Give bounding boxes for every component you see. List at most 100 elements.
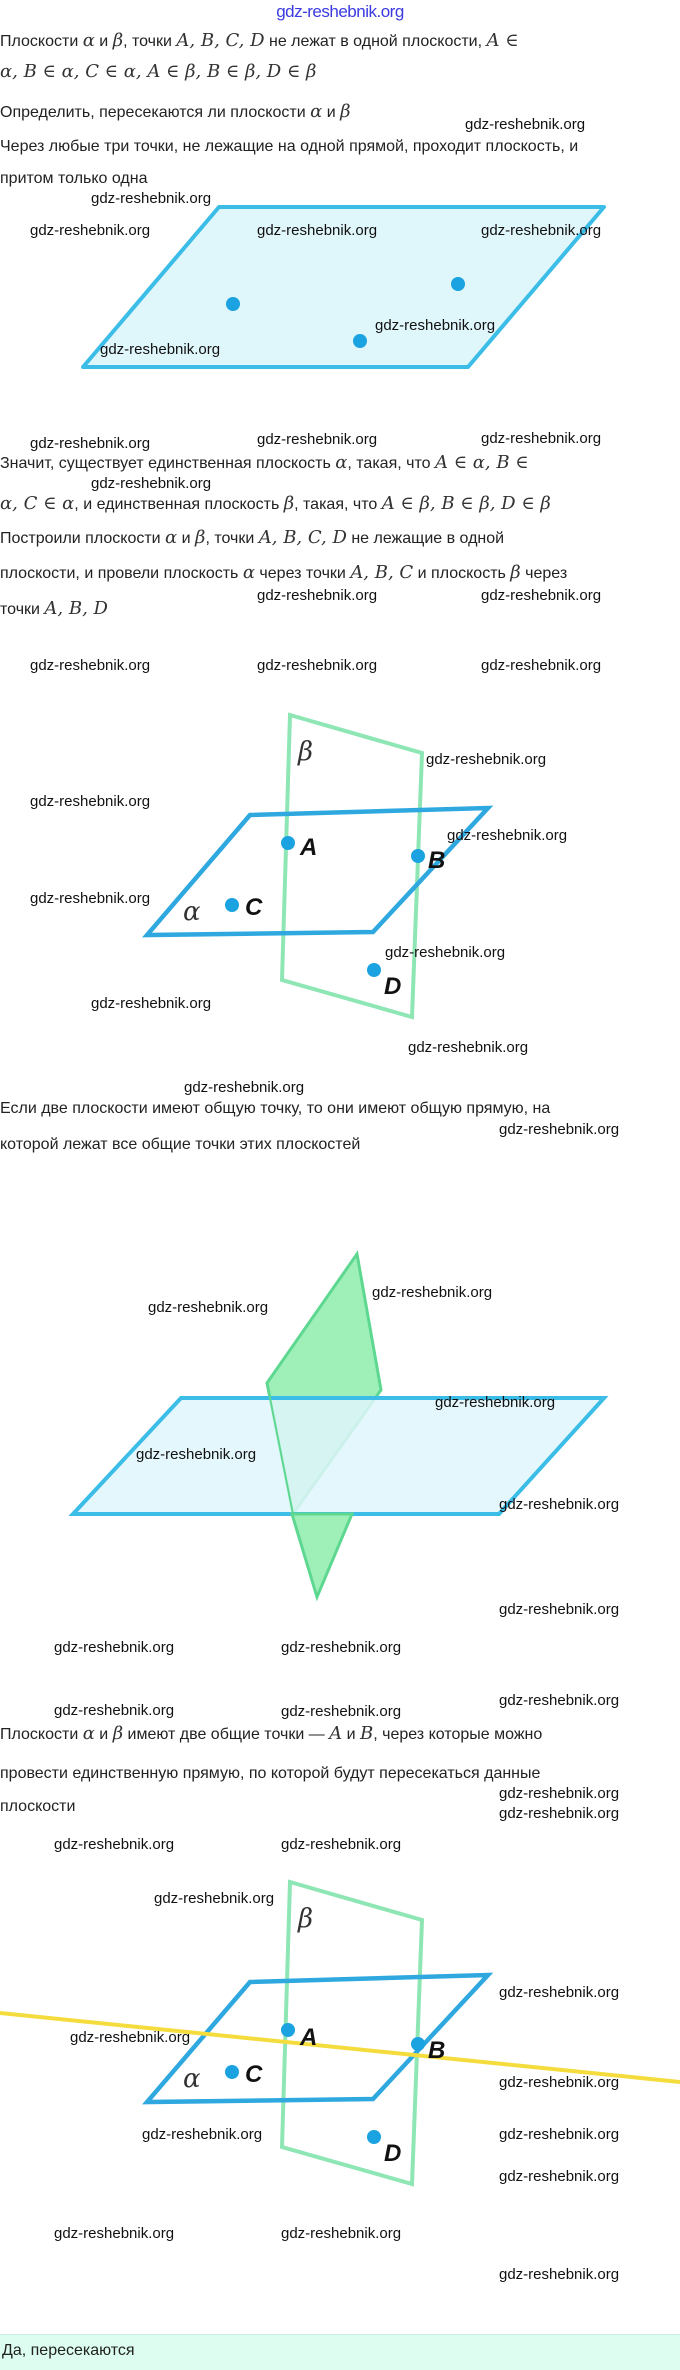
text-segment: , точки	[123, 33, 177, 50]
watermark: gdz-reshebnik.org	[281, 1703, 402, 1720]
site-logo[interactable]: gdz-reshebnik.org	[276, 2, 404, 21]
watermark: gdz-reshebnik.org	[499, 1601, 620, 1618]
text-segment: и	[94, 1726, 113, 1743]
watermark: gdz-reshebnik.org	[257, 587, 378, 604]
plane-alpha	[142, 805, 494, 938]
point	[451, 277, 465, 291]
text-line: Если две плоскости имеют общую точку, то…	[0, 1100, 550, 1118]
label-d: D	[384, 2140, 401, 2167]
point-b	[411, 2037, 425, 2051]
math-expression: α	[242, 562, 255, 583]
text-segment: Через любые три точки, не лежащие на одн…	[0, 138, 579, 155]
text-line: α, B ∈ α, C ∈ α, A ∈ β, B ∈ β, D ∈ β	[0, 61, 316, 82]
watermark: gdz-reshebnik.org	[54, 2225, 175, 2242]
text-line: Определить, пересекаются ли плоскости α …	[0, 101, 350, 122]
text-line: притом только одна	[0, 170, 148, 188]
watermark: gdz-reshebnik.org	[257, 657, 378, 674]
alpha-label: α	[183, 2064, 201, 2094]
math-expression: β	[510, 562, 521, 583]
label-a: A	[299, 834, 317, 861]
math-expression: α	[82, 30, 95, 51]
watermark: gdz-reshebnik.org	[154, 1890, 275, 1907]
math-expression: β	[195, 527, 206, 548]
math-expression: A, B, D	[44, 598, 108, 619]
text-segment: провести единственную прямую, по которой…	[0, 1765, 541, 1782]
math-expression: β	[340, 101, 351, 122]
math-expression: β	[112, 1723, 124, 1744]
text-segment: , и единственная плоскость	[74, 496, 284, 513]
text-line: Значит, существует единственная плоскост…	[0, 452, 529, 473]
watermark: gdz-reshebnik.org	[30, 793, 151, 810]
plane-blue	[68, 1396, 609, 1516]
watermark: gdz-reshebnik.org	[499, 2266, 620, 2283]
math-expression: A, B, C, D	[176, 30, 265, 51]
watermark: gdz-reshebnik.org	[499, 1496, 620, 1513]
answer-text: Да, пересекаются	[2, 2342, 135, 2359]
text-line: Через любые три точки, не лежащие на одн…	[0, 138, 578, 156]
beta-label: β	[297, 1904, 313, 1934]
point	[226, 297, 240, 311]
figure-plane-three-points	[81, 205, 606, 369]
text-segment: через точки	[254, 565, 351, 582]
plane-green-lower	[289, 1512, 355, 1602]
watermark: gdz-reshebnik.org	[30, 222, 151, 239]
watermark: gdz-reshebnik.org	[499, 1121, 620, 1138]
math-expression: α	[82, 1723, 95, 1744]
watermark: gdz-reshebnik.org	[499, 1785, 620, 1802]
watermark: gdz-reshebnik.org	[30, 890, 151, 907]
text-segment: и	[322, 104, 341, 121]
watermark: gdz-reshebnik.org	[385, 944, 506, 961]
watermark: gdz-reshebnik.org	[91, 995, 212, 1012]
text-segment: которой лежат все общие точки этих плоск…	[0, 1136, 361, 1153]
watermark: gdz-reshebnik.org	[54, 1639, 175, 1656]
watermark: gdz-reshebnik.org	[30, 435, 151, 452]
text-segment: , такая, что	[347, 455, 435, 472]
point-d	[367, 963, 381, 977]
text-segment: Определить, пересекаются ли плоскости	[0, 104, 311, 121]
watermark: gdz-reshebnik.org	[54, 1836, 175, 1853]
beta-label: β	[297, 737, 313, 767]
text-line: Плоскости α и β имеют две общие точки — …	[0, 1723, 542, 1744]
watermark: gdz-reshebnik.org	[372, 1284, 493, 1301]
math-expression: α	[335, 452, 348, 473]
text-line: точки A, B, D	[0, 598, 108, 619]
watermark: gdz-reshebnik.org	[435, 1394, 556, 1411]
figure-planes-alpha-beta: β α A B C D	[142, 712, 494, 1020]
watermark: gdz-reshebnik.org	[91, 190, 212, 207]
text-segment: точки	[0, 601, 45, 618]
text-segment: через	[520, 565, 568, 582]
figure-planes-intersection-line: β α A B C D	[0, 1879, 680, 2187]
watermark: gdz-reshebnik.org	[136, 1446, 257, 1463]
math-expression: α, B ∈ α, C ∈ α, A ∈ β, B ∈ β, D ∈ β	[0, 61, 317, 82]
answer-box: Да, пересекаются	[0, 2334, 680, 2370]
watermark: gdz-reshebnik.org	[30, 657, 151, 674]
watermark: gdz-reshebnik.org	[375, 317, 496, 334]
text-segment: и	[94, 33, 113, 50]
watermark: gdz-reshebnik.org	[499, 2126, 620, 2143]
text-segment: Плоскости	[0, 1726, 83, 1743]
watermark: gdz-reshebnik.org	[257, 222, 378, 239]
watermark: gdz-reshebnik.org	[481, 587, 602, 604]
math-expression: A ∈ β, B ∈ β, D ∈ β	[381, 493, 551, 514]
alpha-label: α	[183, 897, 201, 927]
text-line: которой лежат все общие точки этих плоск…	[0, 1136, 360, 1154]
text-segment: притом только одна	[0, 170, 148, 187]
plane	[81, 205, 606, 369]
text-line: α, C ∈ α, и единственная плоскость β, та…	[0, 493, 551, 514]
watermark: gdz-reshebnik.org	[465, 116, 586, 133]
watermark: gdz-reshebnik.org	[281, 2225, 402, 2242]
text-segment: Если две плоскости имеют общую точку, то…	[0, 1100, 551, 1117]
watermark: gdz-reshebnik.org	[481, 657, 602, 674]
text-segment: Плоскости	[0, 33, 83, 50]
math-expression: A	[329, 1723, 343, 1744]
text-segment: плоскости	[0, 1798, 76, 1815]
label-a: A	[299, 2024, 317, 2051]
intersection-line	[266, 1382, 294, 1515]
point-b	[411, 849, 425, 863]
watermark: gdz-reshebnik.org	[148, 1299, 269, 1316]
math-expression: β	[283, 493, 295, 514]
watermark: gdz-reshebnik.org	[184, 1079, 305, 1096]
watermark: gdz-reshebnik.org	[257, 431, 378, 448]
text-segment: Значит, существует единственная плоскост…	[0, 455, 336, 472]
watermark: gdz-reshebnik.org	[408, 1039, 529, 1056]
